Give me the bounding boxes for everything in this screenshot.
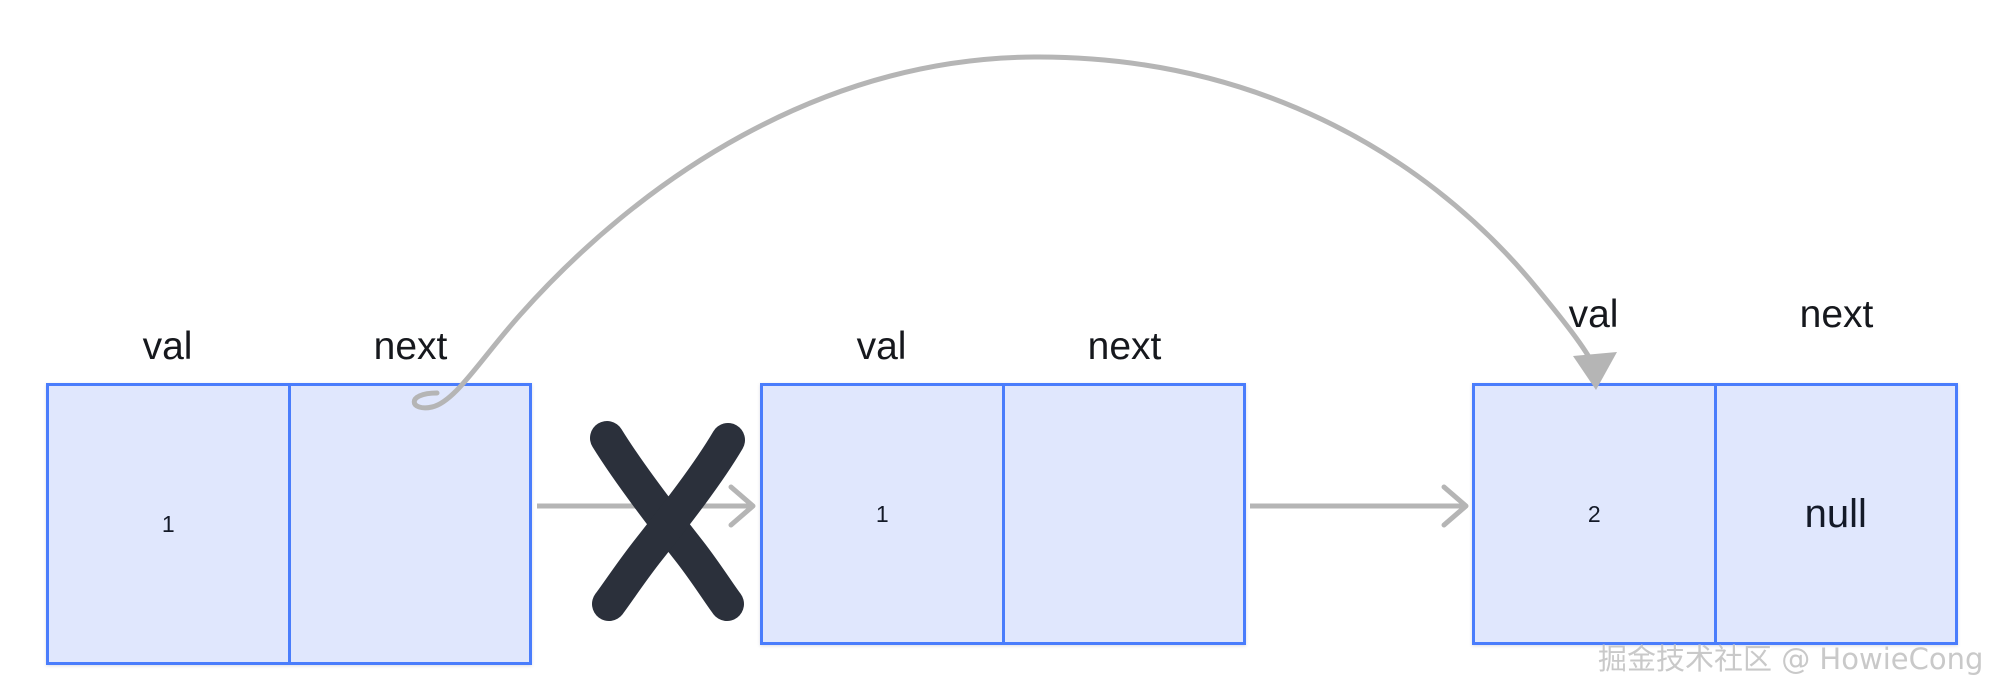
field-label-node2-next: next	[1087, 325, 1162, 368]
node-1-next-cell[interactable]	[290, 386, 529, 662]
cross-out-stroke-1	[590, 421, 744, 621]
watermark-text: 掘金技术社区 @ HowieCong	[1598, 642, 1984, 676]
field-label-node3-next: next	[1799, 293, 1874, 336]
list-node-1[interactable]: 1	[46, 383, 532, 665]
node-2-next-cell[interactable]	[1004, 386, 1243, 642]
arrow-node1-to-node2	[537, 484, 756, 528]
arrow-node2-to-node3	[1250, 484, 1469, 528]
field-label-node1-next: next	[373, 325, 448, 368]
list-node-2[interactable]: 1	[760, 383, 1246, 645]
node-2-val-text: 1	[875, 500, 889, 527]
node-1-val-cell[interactable]: 1	[49, 386, 291, 662]
cross-out-stroke-2	[592, 423, 745, 621]
node-3-val-cell[interactable]: 2	[1475, 386, 1717, 642]
field-label-node1-val: val	[142, 325, 193, 368]
list-node-3[interactable]: 2 null	[1472, 383, 1958, 645]
field-label-node2-val: val	[856, 325, 907, 368]
node-2-val-cell[interactable]: 1	[763, 386, 1005, 642]
cross-out-mark	[590, 421, 745, 621]
arrow-node2-to-node3-head	[1441, 484, 1469, 528]
node-3-next-text: null	[1804, 492, 1867, 536]
node-1-val-text: 1	[161, 510, 175, 537]
arrow-node1-to-node2-head	[728, 484, 756, 528]
node-3-next-cell[interactable]: null	[1716, 386, 1955, 642]
node-3-val-text: 2	[1587, 500, 1601, 527]
field-label-node3-val: val	[1568, 293, 1619, 336]
